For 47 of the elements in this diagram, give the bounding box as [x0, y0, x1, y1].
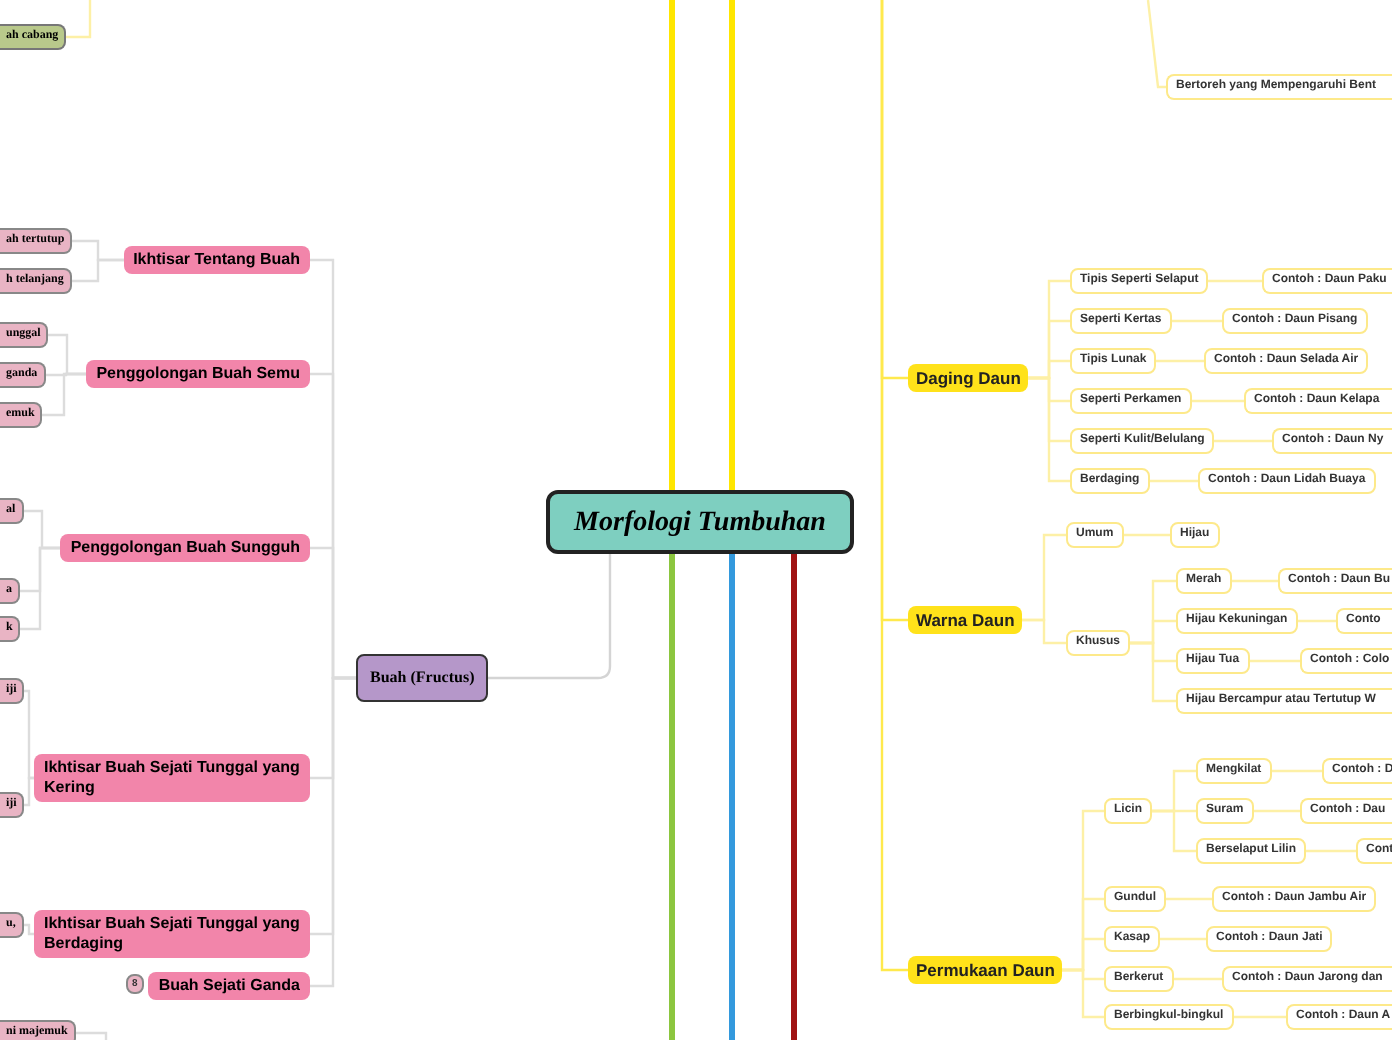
- connector-line: [1306, 849, 1356, 853]
- connector-line: [1022, 618, 1066, 645]
- connector-line: [791, 554, 797, 1040]
- connector-line: [1272, 769, 1322, 773]
- connector-line: [1124, 533, 1170, 537]
- connector-line: [1234, 1015, 1286, 1019]
- connector-line: [1298, 619, 1336, 623]
- subtopic-box: Ikhtisar Buah Sejati Tunggal yang Kering: [34, 754, 310, 802]
- connector-line: [1254, 809, 1300, 813]
- connector-line: [880, 0, 908, 972]
- subtopic-box: Buah Sejati Ganda: [148, 972, 310, 1000]
- connector-line: [488, 554, 612, 680]
- connector-line: [1160, 937, 1206, 941]
- connector-line: [1250, 659, 1300, 663]
- connector-line: [1172, 319, 1222, 323]
- central-topic: Morfologi Tumbuhan: [546, 490, 854, 554]
- connector-line: [1156, 359, 1204, 363]
- subtopic-box: Penggolongan Buah Semu: [86, 360, 310, 388]
- connector-line: [1062, 968, 1104, 1019]
- connector-line: [669, 554, 675, 1040]
- subtopic-box: Penggolongan Buah Sungguh: [60, 534, 310, 562]
- connector-line: [1214, 439, 1272, 443]
- subtopic-box: Permukaan Daun: [908, 956, 1063, 984]
- connector-line: [72, 258, 124, 283]
- connector-line: [1150, 479, 1198, 483]
- connector-line: [1130, 641, 1176, 703]
- subtopic-box: Ikhtisar Tentang Buah: [123, 246, 310, 274]
- connector-line: [76, 1031, 108, 1040]
- connector-line: [729, 554, 735, 1040]
- connector-line: [1192, 399, 1244, 403]
- connector-line: [66, 0, 92, 39]
- connector-line: [1146, 0, 1166, 89]
- subtopic-box: Daging Daun: [908, 364, 1029, 392]
- connector-line: [669, 0, 675, 490]
- subtopic-box: Ikhtisar Buah Sejati Tunggal yang Berdaging: [34, 910, 310, 958]
- connector-line: [1174, 977, 1222, 981]
- connector-line: [24, 689, 34, 780]
- connector-line: [1028, 376, 1070, 483]
- connector-line: [24, 923, 34, 936]
- connector-line: [1166, 897, 1212, 901]
- main-topic: Buah (Fructus): [356, 654, 489, 702]
- connector-line: [24, 776, 34, 807]
- subtopic-box: Warna Daun: [908, 606, 1023, 634]
- connector-line: [729, 0, 735, 490]
- connector-line: [1208, 279, 1262, 283]
- connector-line: [1232, 579, 1278, 583]
- connector-line: [1152, 809, 1196, 853]
